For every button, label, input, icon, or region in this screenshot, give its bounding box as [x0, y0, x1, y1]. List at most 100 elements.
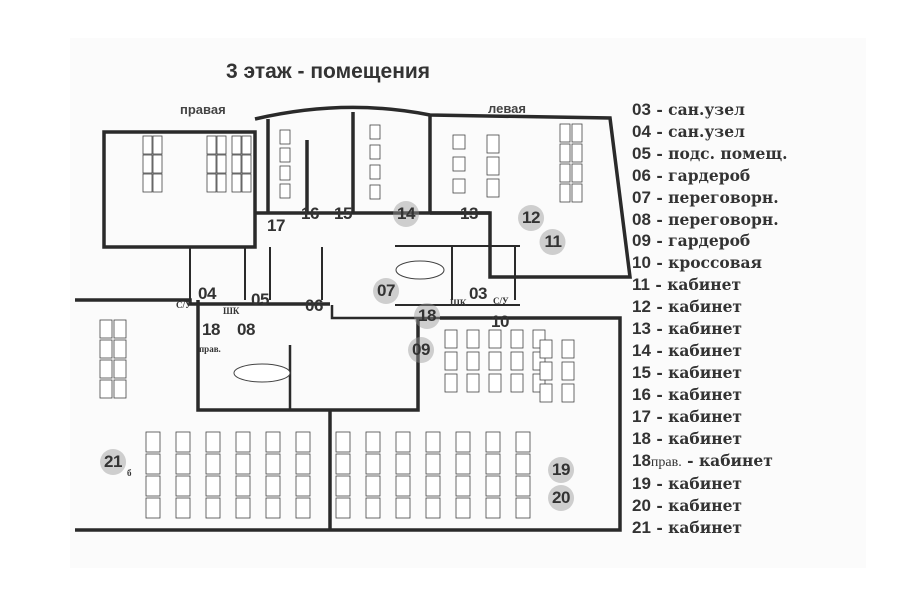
- legend-item: 04 - сан.узел: [632, 121, 745, 141]
- legend-item: 05 - подс. помещ.: [632, 143, 788, 163]
- legend-text: переговорн.: [668, 209, 779, 229]
- desk: [455, 453, 471, 475]
- legend-item: 03 - сан.узел: [632, 100, 745, 119]
- desk: [216, 154, 227, 174]
- desk: [539, 361, 553, 381]
- legend-number: 10: [632, 253, 651, 273]
- legend-number: 18: [632, 428, 651, 448]
- desk: [152, 135, 163, 155]
- desk: [235, 497, 251, 519]
- desk: [486, 156, 500, 176]
- desk: [455, 431, 471, 453]
- legend-item: 07 - переговорн.: [632, 187, 779, 207]
- desk: [444, 329, 458, 349]
- desk: [175, 497, 191, 519]
- room-label-05: 05: [251, 290, 269, 309]
- desk: [369, 144, 381, 160]
- desk: [241, 135, 252, 155]
- legend-text: кабинет: [668, 406, 743, 426]
- desk: [510, 329, 524, 349]
- legend-text: подс. помещ.: [668, 143, 788, 163]
- utility-walls: [189, 245, 520, 306]
- desk: [395, 475, 411, 497]
- desk: [335, 475, 351, 497]
- desk: [113, 339, 127, 359]
- room-label-18: 18: [414, 303, 440, 329]
- desk: [515, 475, 531, 497]
- legend-item: 06 - гардероб: [632, 165, 751, 185]
- legend-text: кабинет: [698, 450, 773, 470]
- desk: [145, 453, 161, 475]
- desk: [235, 431, 251, 453]
- desk: [510, 351, 524, 371]
- legend-number: 03: [632, 100, 651, 119]
- desk: [425, 497, 441, 519]
- desk: [486, 134, 500, 154]
- desk: [113, 319, 127, 339]
- room-label-07: 07: [373, 278, 399, 304]
- legend-text: гардероб: [668, 165, 751, 185]
- legend-item: 11 - кабинет: [632, 275, 742, 295]
- meeting-table-07: [395, 260, 445, 280]
- room-label-17: 17: [267, 216, 285, 235]
- legend-number: 04: [632, 121, 651, 141]
- legend-number: 09: [632, 231, 651, 251]
- desk: [485, 431, 501, 453]
- legend-item: 12 - кабинет: [632, 297, 743, 317]
- desk: [295, 431, 311, 453]
- desk: [145, 431, 161, 453]
- wc-label: С/У: [493, 296, 509, 306]
- desk: [425, 475, 441, 497]
- desk: [99, 339, 113, 359]
- desk: [216, 173, 227, 193]
- desk: [99, 379, 113, 399]
- left-lower-block: [75, 298, 330, 412]
- legend-sub: прав.: [650, 454, 682, 470]
- desk: [485, 475, 501, 497]
- desk: [571, 163, 583, 183]
- room-label-11: 11: [539, 229, 566, 255]
- desk: [369, 164, 381, 180]
- desk: [515, 431, 531, 453]
- desk: [265, 475, 281, 497]
- desk: [175, 453, 191, 475]
- desk: [510, 373, 524, 393]
- room-label-19: 19: [548, 457, 574, 483]
- legend-text: гардероб: [668, 231, 751, 251]
- legend-item: 19 - кабинет: [632, 474, 743, 494]
- desk: [444, 351, 458, 371]
- legend-number: 12: [632, 297, 651, 317]
- top-arc-wall: [254, 105, 632, 279]
- room-label-21: 21: [100, 449, 126, 475]
- desk: [488, 329, 502, 349]
- legend-number: 20: [632, 496, 651, 516]
- prav-label: прав.: [199, 344, 221, 354]
- desk: [395, 497, 411, 519]
- legend-number: 18: [632, 450, 651, 470]
- page-title: 3 этаж - помещения: [226, 60, 431, 83]
- legend-number: 07: [632, 187, 651, 207]
- room-label-08: 08: [237, 320, 255, 339]
- legend-text: кабинет: [668, 362, 743, 382]
- desk: [571, 123, 583, 143]
- cabinet-label: ШК: [223, 306, 240, 316]
- legend-number: 08: [632, 209, 651, 229]
- desk: [231, 135, 242, 155]
- room-label-04: 04: [198, 284, 216, 303]
- legend-number: 19: [632, 474, 651, 494]
- legend-number: 21: [632, 518, 651, 538]
- legend-number: 05: [632, 143, 651, 163]
- cabinet-label: ШК: [450, 298, 467, 308]
- desk: [488, 373, 502, 393]
- desk-layout: [99, 123, 583, 519]
- desk: [279, 147, 291, 163]
- room-label-10: 10: [491, 312, 509, 331]
- desk: [295, 497, 311, 519]
- right-wing-wall: [102, 130, 257, 249]
- legend-number: 16: [632, 384, 651, 404]
- meeting-room-wall: [288, 305, 440, 410]
- legend-text: кабинет: [668, 496, 743, 516]
- desk: [466, 351, 480, 371]
- desk: [455, 497, 471, 519]
- legend-text: кабинет: [668, 319, 743, 339]
